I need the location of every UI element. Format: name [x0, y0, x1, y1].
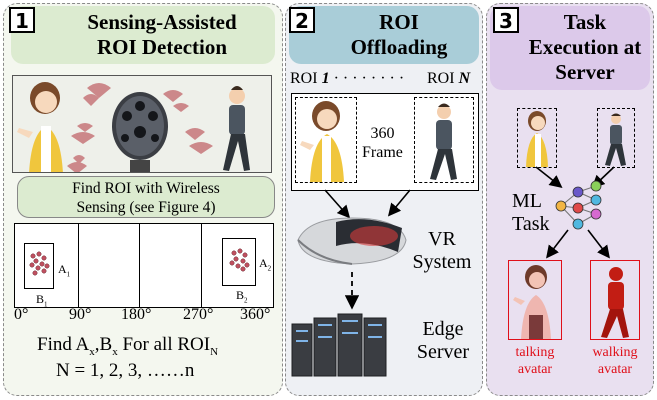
talking-avatar-box [508, 260, 562, 340]
tick-90: 90° [69, 306, 92, 323]
talking-person-icon [526, 111, 548, 167]
camera-scene-illustration [17, 82, 250, 172]
roi-range-label: ROI 1 · · · · · · · · [290, 70, 405, 87]
walking-person-icon [430, 103, 457, 180]
step-number-3: 3 [493, 7, 519, 33]
walking-avatar-box [590, 260, 640, 340]
wireless-signal-icon [67, 83, 213, 172]
panel3-title-line3: Server [555, 60, 615, 84]
tick-0: 0° [14, 306, 29, 323]
tick-180: 180° [121, 306, 152, 323]
roi-range-label-end: ROI N [427, 70, 471, 87]
walking-avatar-icon [601, 267, 629, 338]
talking-avatar-icon [513, 265, 551, 339]
roi-1-box [295, 97, 357, 183]
panel2-title-line1: ROI [379, 10, 419, 34]
bounding-box-1 [24, 243, 54, 289]
point-cloud-icon [29, 251, 50, 276]
panel1-header: Sensing-Assisted ROI Detection [11, 6, 275, 64]
label-a2: A2 [259, 256, 272, 273]
walking-person-icon [605, 113, 626, 166]
roi-crop-walking [597, 108, 635, 168]
bounding-box-2 [222, 238, 256, 286]
panel1-title-line2: ROI Detection [96, 35, 228, 59]
label-a1: A1 [58, 262, 71, 279]
360-camera-icon [112, 92, 168, 172]
vr-headset-icon [297, 217, 407, 265]
find-roi-line2: Sensing (see Figure 4) [76, 199, 216, 216]
point-cloud-icon [229, 248, 250, 272]
step-number-2: 2 [289, 7, 315, 33]
tick-360: 360° [240, 306, 271, 323]
talking-person-icon [17, 82, 63, 172]
find-roi-box: Find ROI with Wireless Sensing (see Figu… [17, 176, 275, 218]
label-b1: B1 [36, 292, 48, 309]
panel3-title-line1: Task [563, 10, 607, 34]
panel1-title-line1: Sensing-Assisted [87, 10, 237, 34]
talking-person-icon [300, 101, 344, 182]
edge-server-icon [291, 313, 387, 377]
roi-crop-talking [517, 108, 557, 168]
label-b2: B2 [236, 288, 248, 305]
find-roi-line1: Find ROI with Wireless [72, 180, 220, 197]
camera-scene [12, 75, 272, 173]
n-range: N = 1, 2, 3, ……n [56, 360, 195, 381]
panel2-title-line2: Offloading [350, 35, 448, 59]
panel2-header: ROI Offloading [289, 6, 479, 64]
tick-270: 270° [183, 306, 214, 323]
panel3-title-line2: Execution at [528, 35, 642, 59]
formula-find: Find Ax,Bx For all ROIN [37, 334, 219, 358]
walking-person-icon [223, 86, 250, 171]
step-number-1: 1 [9, 7, 35, 33]
roi-n-box [414, 97, 474, 183]
